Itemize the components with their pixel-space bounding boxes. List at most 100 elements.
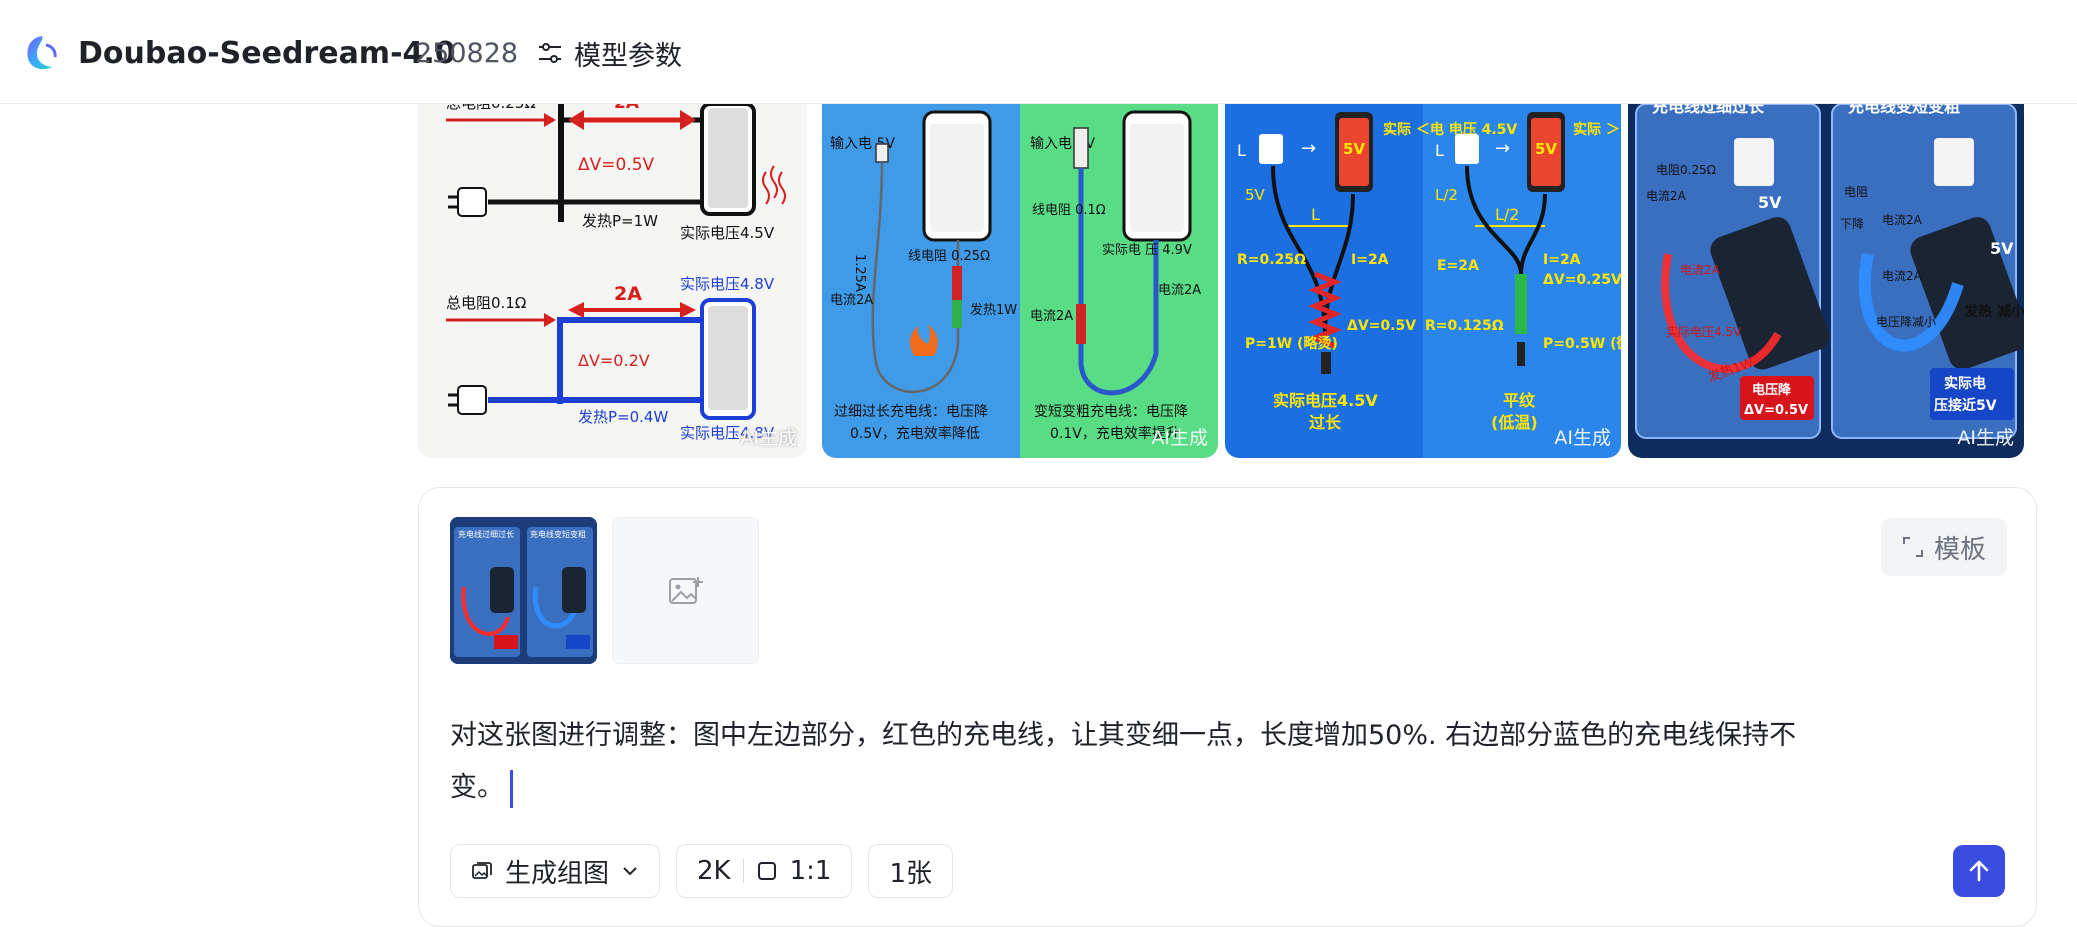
label-dv1: ΔV=0.5V [1347,318,1416,334]
reference-image-thumbnail[interactable]: 充电线过细过长 充电线变短变粗 [450,517,597,664]
image4-left-5v: 5V [1758,193,1782,212]
label-current-bottom: 2A [614,283,642,305]
image4-right-cur: 电流2A [1882,213,1923,227]
label-e2: E=2A [1437,258,1479,274]
label-r2: R=0.125Ω [1425,318,1504,334]
model-params-button[interactable]: 模型参数 [536,30,682,76]
label-i2: I=2A [1543,252,1581,268]
label-voltage-right: 实际电 压 4.9V [1102,243,1192,258]
resolution-ratio-selector[interactable]: 2K 1:1 [676,844,853,898]
label-current-right-b: 电流2A [1158,283,1201,298]
caption-right-line1: 变短变粗充电线：电压降 [1034,404,1188,420]
prompt-text: 对这张图进行调整：图中左边部分，红色的充电线，让其变细一点，长度增加50%. 右… [450,720,1797,803]
cable-length-illustration: L → 5V 实际 ＜电 电压 4.5V 5V L R=0.25Ω I=2A Δ… [1225,104,1621,458]
send-button[interactable] [1953,845,2005,897]
expand-icon [1902,537,1923,557]
phone-voltage-1: 5V [1343,140,1365,158]
image4-right-drop: 下降 [1840,217,1864,231]
prompt-input[interactable]: 对这张图进行调整：图中左边部分，红色的充电线，让其变细一点，长度增加50%. 右… [450,710,1850,814]
ai-generated-tag: AI生成 [740,427,797,449]
image4-left-badge-line1: 电压降 [1752,382,1792,398]
caption-left-line2: 0.5V，充电效率降低 [850,425,980,442]
template-label: 模板 [1933,534,1986,565]
arrow-up-icon [1969,860,1989,882]
generated-image-4[interactable]: 充电线过细过长 充电线变短变粗 电阻0.25Ω 电流2A 5V 电流2A 实际电… [1628,104,2024,458]
caption-3-right-line1: 平纹 [1503,391,1536,410]
generated-image-3[interactable]: L → 5V 实际 ＜电 电压 4.5V 5V L R=0.25Ω I=2A Δ… [1225,104,1621,458]
image4-right-cur2: 电流2A [1882,269,1923,283]
label-r1: R=0.25Ω [1237,252,1306,268]
svg-text:→: → [1495,138,1510,159]
label-heat-top: 发热P=1W [582,212,658,230]
label-resistance-left: 线电阻 0.25Ω [908,249,990,264]
image4-right-5v: 5V [1990,239,2014,258]
app-title: Doubao-Seedream-4.0 [78,36,456,71]
circuit-diagram-illustration: 总电阻0.25Ω 2A ΔV=0.5V 发热P=1W 实际电压4.5V 总电阻0… [446,104,786,442]
reference-title-right: 充电线变短变粗 [530,529,586,539]
label-len1: L [1311,205,1320,224]
image4-right-vd: 电压降减小 [1876,315,1936,329]
label-current-top: 2A [614,104,640,113]
label-dv2: ΔV=0.25V [1543,272,1621,288]
label-resistance-right: 线电阻 0.1Ω [1032,203,1106,218]
image-set-icon [472,862,492,879]
generated-image-2[interactable]: 输入电 5V 1.25A 线电阻 0.25Ω 电流2A 发热1W 过细过长充电线… [822,104,1218,458]
label-l1: L [1237,141,1246,160]
phone-voltage-2: 5V [1535,140,1557,158]
image4-right-heat: 发热 减小 小 [1963,303,2024,320]
label-i1: I=2A [1351,252,1389,268]
resolution-label: 2K [697,856,731,886]
label-v1: 5V [1245,186,1266,204]
chevron-down-icon [623,867,637,876]
image-count-selector[interactable]: 1张 [868,844,953,898]
generation-options-toolbar: 生成组图 2K 1:1 1张 [450,844,953,898]
image4-left-res: 电阻0.25Ω [1656,163,1716,177]
cable-thickness-illustration: 充电线过细过长 充电线变短变粗 电阻0.25Ω 电流2A 5V 电流2A 实际电… [1635,104,2024,439]
label-voltage-top: 实际电压4.5V [680,224,775,242]
prompt-composer: 充电线过细过长 充电线变短变粗 模板 对这张图进行调整：图中左边部分，红色的充电… [418,487,2037,927]
label-len2: L/2 [1495,205,1519,224]
caption-3-left-line1: 实际电压4.5V [1273,391,1378,410]
aspect-ratio-label: 1:1 [789,856,832,886]
sliders-icon [539,43,561,63]
label-heat-bottom: 发热P=0.4W [578,408,668,426]
model-version: 250828 [415,38,519,69]
image4-left-cur: 电流2A [1646,189,1687,203]
image4-right-badge-line2: 压接近5V [1934,397,1997,414]
image4-right-badge-line1: 实际电 [1944,375,1986,392]
image4-left-title: 充电线过细过长 [1652,104,1765,116]
add-image-button[interactable] [612,517,759,664]
template-button[interactable]: 模板 [1881,518,2007,576]
app-logo-icon [27,36,57,70]
label-total-resistance-bottom: 总电阻0.1Ω [446,294,526,312]
reference-title-left: 充电线过细过长 [458,529,514,539]
label-voltage-bottom-top: 实际电压4.8V [680,275,775,293]
label-dv-top: ΔV=0.5V [578,155,655,175]
caption-right-line2: 0.1V，充电效率提升 [1050,425,1180,442]
image4-right-res: 电阻 [1844,185,1868,199]
image4-left-badge-line2: ΔV=0.5V [1744,403,1808,418]
text-caret [510,769,513,808]
svg-text:→: → [1301,138,1316,159]
ai-generated-tag: AI生成 [1554,427,1611,449]
caption-left-line1: 过细过长充电线：电压降 [834,404,988,420]
add-image-icon [668,576,703,604]
aspect-ratio-icon [757,862,776,880]
image4-left-cur2: 电流2A [1680,263,1721,277]
generation-mode-label: 生成组图 [505,858,610,889]
label-side-2: 实际 ＞电 电压 4.9V [1573,121,1621,138]
image-count-label: 1张 [889,858,932,889]
image4-right-title: 充电线变短变粗 [1848,104,1960,116]
label-dv-bottom: ΔV=0.2V [578,351,650,370]
label-heat-left: 发热1W [970,302,1017,318]
model-params-label: 模型参数 [574,40,682,72]
label-voltage-bottom: 实际电压4.8V [680,424,775,442]
reference-image-preview: 充电线过细过长 充电线变短变粗 [450,517,597,664]
label-p1: P=1W (略烫) [1245,335,1338,352]
caption-3-right-line2: (低温) [1491,413,1538,432]
generated-image-1[interactable]: 总电阻0.25Ω 2A ΔV=0.5V 发热P=1W 实际电压4.5V 总电阻0… [418,104,807,458]
label-side-1: 实际 ＜电 电压 4.5V [1383,121,1517,138]
caption-3-left-line2: 过长 [1309,413,1342,432]
generation-mode-dropdown[interactable]: 生成组图 [450,844,661,898]
label-length-left: 1.25A [852,254,867,292]
